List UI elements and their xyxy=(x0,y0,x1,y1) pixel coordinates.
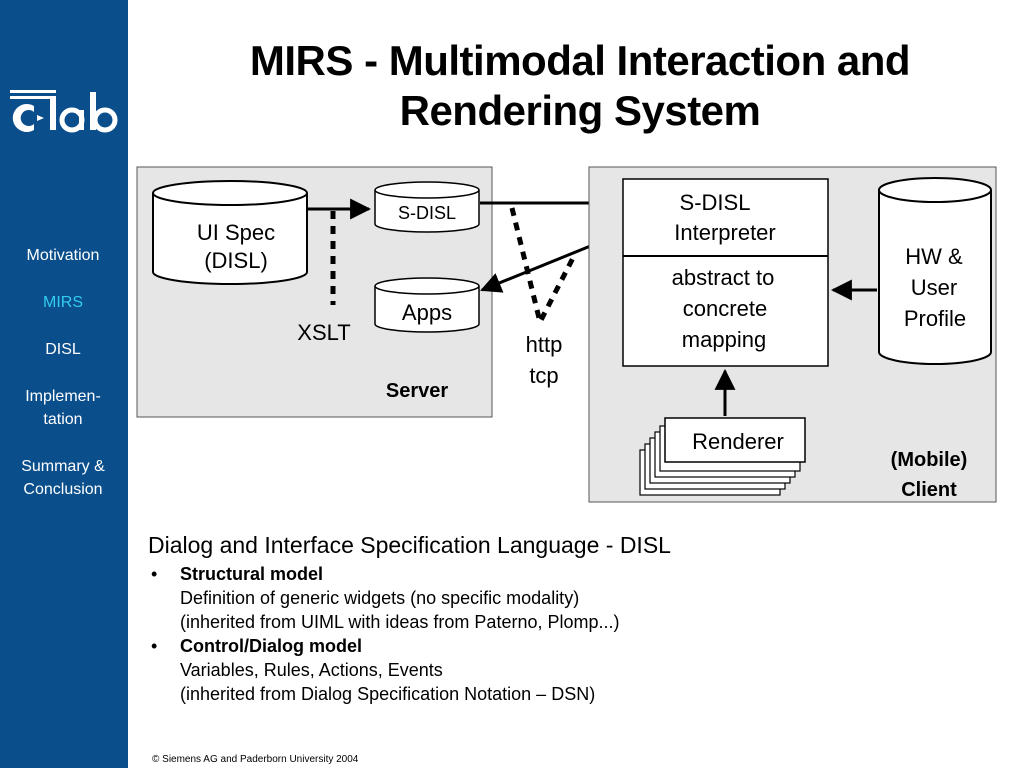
bullet-heading: Structural model xyxy=(180,564,324,584)
bullet-line: Definition of generic widgets (no specif… xyxy=(180,588,580,608)
mapping-label-line1: abstract to xyxy=(672,265,775,290)
server-label: Server xyxy=(386,380,448,402)
nav-item-motivation[interactable]: Motivation xyxy=(26,247,100,264)
client-label-line2: Client xyxy=(901,479,957,501)
nav-item-mirs[interactable]: MIRS xyxy=(43,294,83,311)
slide-title-line2: Rendering System xyxy=(399,87,761,134)
xslt-label: XSLT xyxy=(297,320,350,345)
sdisl-cylinder xyxy=(374,181,480,233)
slide-title-line1: MIRS - Multimodal Interaction and xyxy=(249,37,911,84)
renderer-label: Renderer xyxy=(692,429,784,454)
bullet-heading: Control/Dialog model xyxy=(180,636,362,656)
nav-item-implementation-line1: Implemen- xyxy=(25,388,101,405)
sidebar-nav: Motivation MIRS DISL Implemen- tation Su… xyxy=(0,244,126,525)
ui-spec-label-line1: UI Spec xyxy=(197,220,275,245)
bullet-control-dialog-model: • Control/Dialog model Variables, Rules,… xyxy=(148,634,1008,706)
ui-spec-cylinder xyxy=(152,180,308,285)
clab-logo: c-lab xyxy=(10,90,118,133)
bullet-list: • Structural model Definition of generic… xyxy=(148,562,1008,706)
nav-item-summary-line1: Summary & xyxy=(21,458,105,475)
slide-title: MIRS - Multimodal Interaction and Render… xyxy=(180,36,980,136)
nav-item-summary[interactable]: Summary & Conclusion xyxy=(0,455,126,501)
nav-item-summary-line2: Conclusion xyxy=(23,481,103,498)
apps-label: Apps xyxy=(402,300,452,325)
profile-label-line1: HW & xyxy=(905,244,963,269)
nav-item-implementation-line2: tation xyxy=(43,411,83,428)
bullet-line: (inherited from UIML with ideas from Pat… xyxy=(180,612,620,632)
sdisl-label: S-DISL xyxy=(398,203,456,223)
mapping-label-line2: concrete xyxy=(683,296,767,321)
bullet-line: Variables, Rules, Actions, Events xyxy=(180,660,443,680)
nav-item-implementation[interactable]: Implemen- tation xyxy=(0,385,126,431)
apps-cylinder xyxy=(374,277,480,333)
sidebar: c-lab Motivation MIRS DISL Implemen- tat… xyxy=(0,0,128,768)
bullet-line: (inherited from Dialog Specification Not… xyxy=(180,684,596,704)
body-text: Dialog and Interface Specification Langu… xyxy=(148,530,1008,706)
client-label-line1: (Mobile) xyxy=(891,449,968,471)
mapping-label-line3: mapping xyxy=(682,327,766,352)
renderer-stack xyxy=(639,417,806,496)
bullet-dot: • xyxy=(151,636,158,656)
interpreter-box xyxy=(622,178,829,367)
bullet-structural-model: • Structural model Definition of generic… xyxy=(148,562,1008,634)
interpreter-label-line1: S-DISL xyxy=(680,190,751,215)
profile-label-line2: User xyxy=(911,275,957,300)
profile-cylinder xyxy=(878,177,992,365)
protocol-label-line2: tcp xyxy=(529,363,558,388)
intro-line: Dialog and Interface Specification Langu… xyxy=(148,532,671,558)
ui-spec-label-line2: (DISL) xyxy=(204,248,268,273)
profile-label-line3: Profile xyxy=(904,306,966,331)
http-dotted-line xyxy=(509,207,577,330)
protocol-label-line1: http xyxy=(526,332,563,357)
interpreter-label-line2: Interpreter xyxy=(674,220,776,245)
sidebar-torn-edge xyxy=(118,0,128,768)
nav-item-disl[interactable]: DISL xyxy=(45,341,81,358)
copyright-footer: © Siemens AG and Paderborn University 20… xyxy=(152,754,359,765)
bullet-dot: • xyxy=(151,564,158,584)
